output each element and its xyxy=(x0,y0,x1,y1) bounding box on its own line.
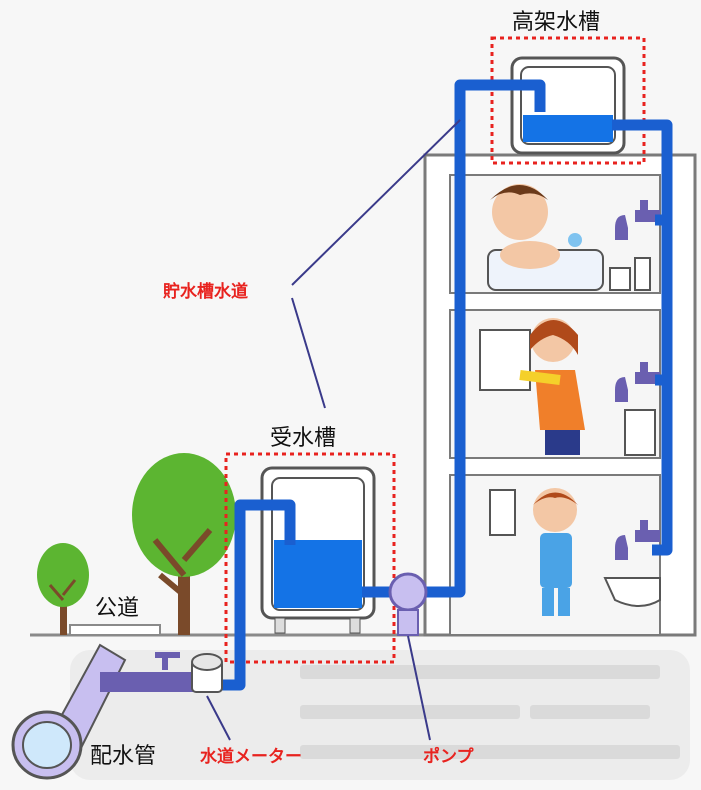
faucet-icon-2 xyxy=(615,362,660,402)
pump-base xyxy=(397,609,419,636)
faded-text-lines xyxy=(300,665,680,759)
water-meter-icon xyxy=(191,653,223,693)
pump-body xyxy=(388,572,428,612)
elevated-tank-label: 高架水槽 xyxy=(512,10,601,35)
pump-label: ポンプ xyxy=(423,747,474,767)
distribution-pipe-label: 配水管 xyxy=(90,744,157,769)
water-meter-label: 水道メーター xyxy=(200,747,302,767)
water-pipes xyxy=(200,79,673,691)
faucet-icon-3 xyxy=(615,520,660,560)
bottle xyxy=(609,257,651,291)
road-curb xyxy=(69,624,161,636)
washbasin xyxy=(603,577,661,607)
leader-lines xyxy=(206,119,461,741)
receiving-tank-highlight xyxy=(224,452,396,664)
distribution-pipe-icon xyxy=(11,643,195,780)
elevated-tank xyxy=(510,56,626,155)
laundry-person xyxy=(479,318,585,455)
small-tree xyxy=(37,543,89,635)
large-tree xyxy=(132,453,236,635)
public-road-label: 公道 xyxy=(95,596,140,621)
receiving-tank xyxy=(260,466,376,634)
sink xyxy=(624,409,656,456)
boy-person xyxy=(489,488,578,616)
elevated-tank-highlight xyxy=(490,36,646,165)
bathing-person xyxy=(487,184,604,291)
storage-tank-supply-label: 貯水槽水道 xyxy=(163,282,248,302)
receiving-tank-label: 受水槽 xyxy=(270,426,337,451)
faucet-icon xyxy=(615,200,660,240)
